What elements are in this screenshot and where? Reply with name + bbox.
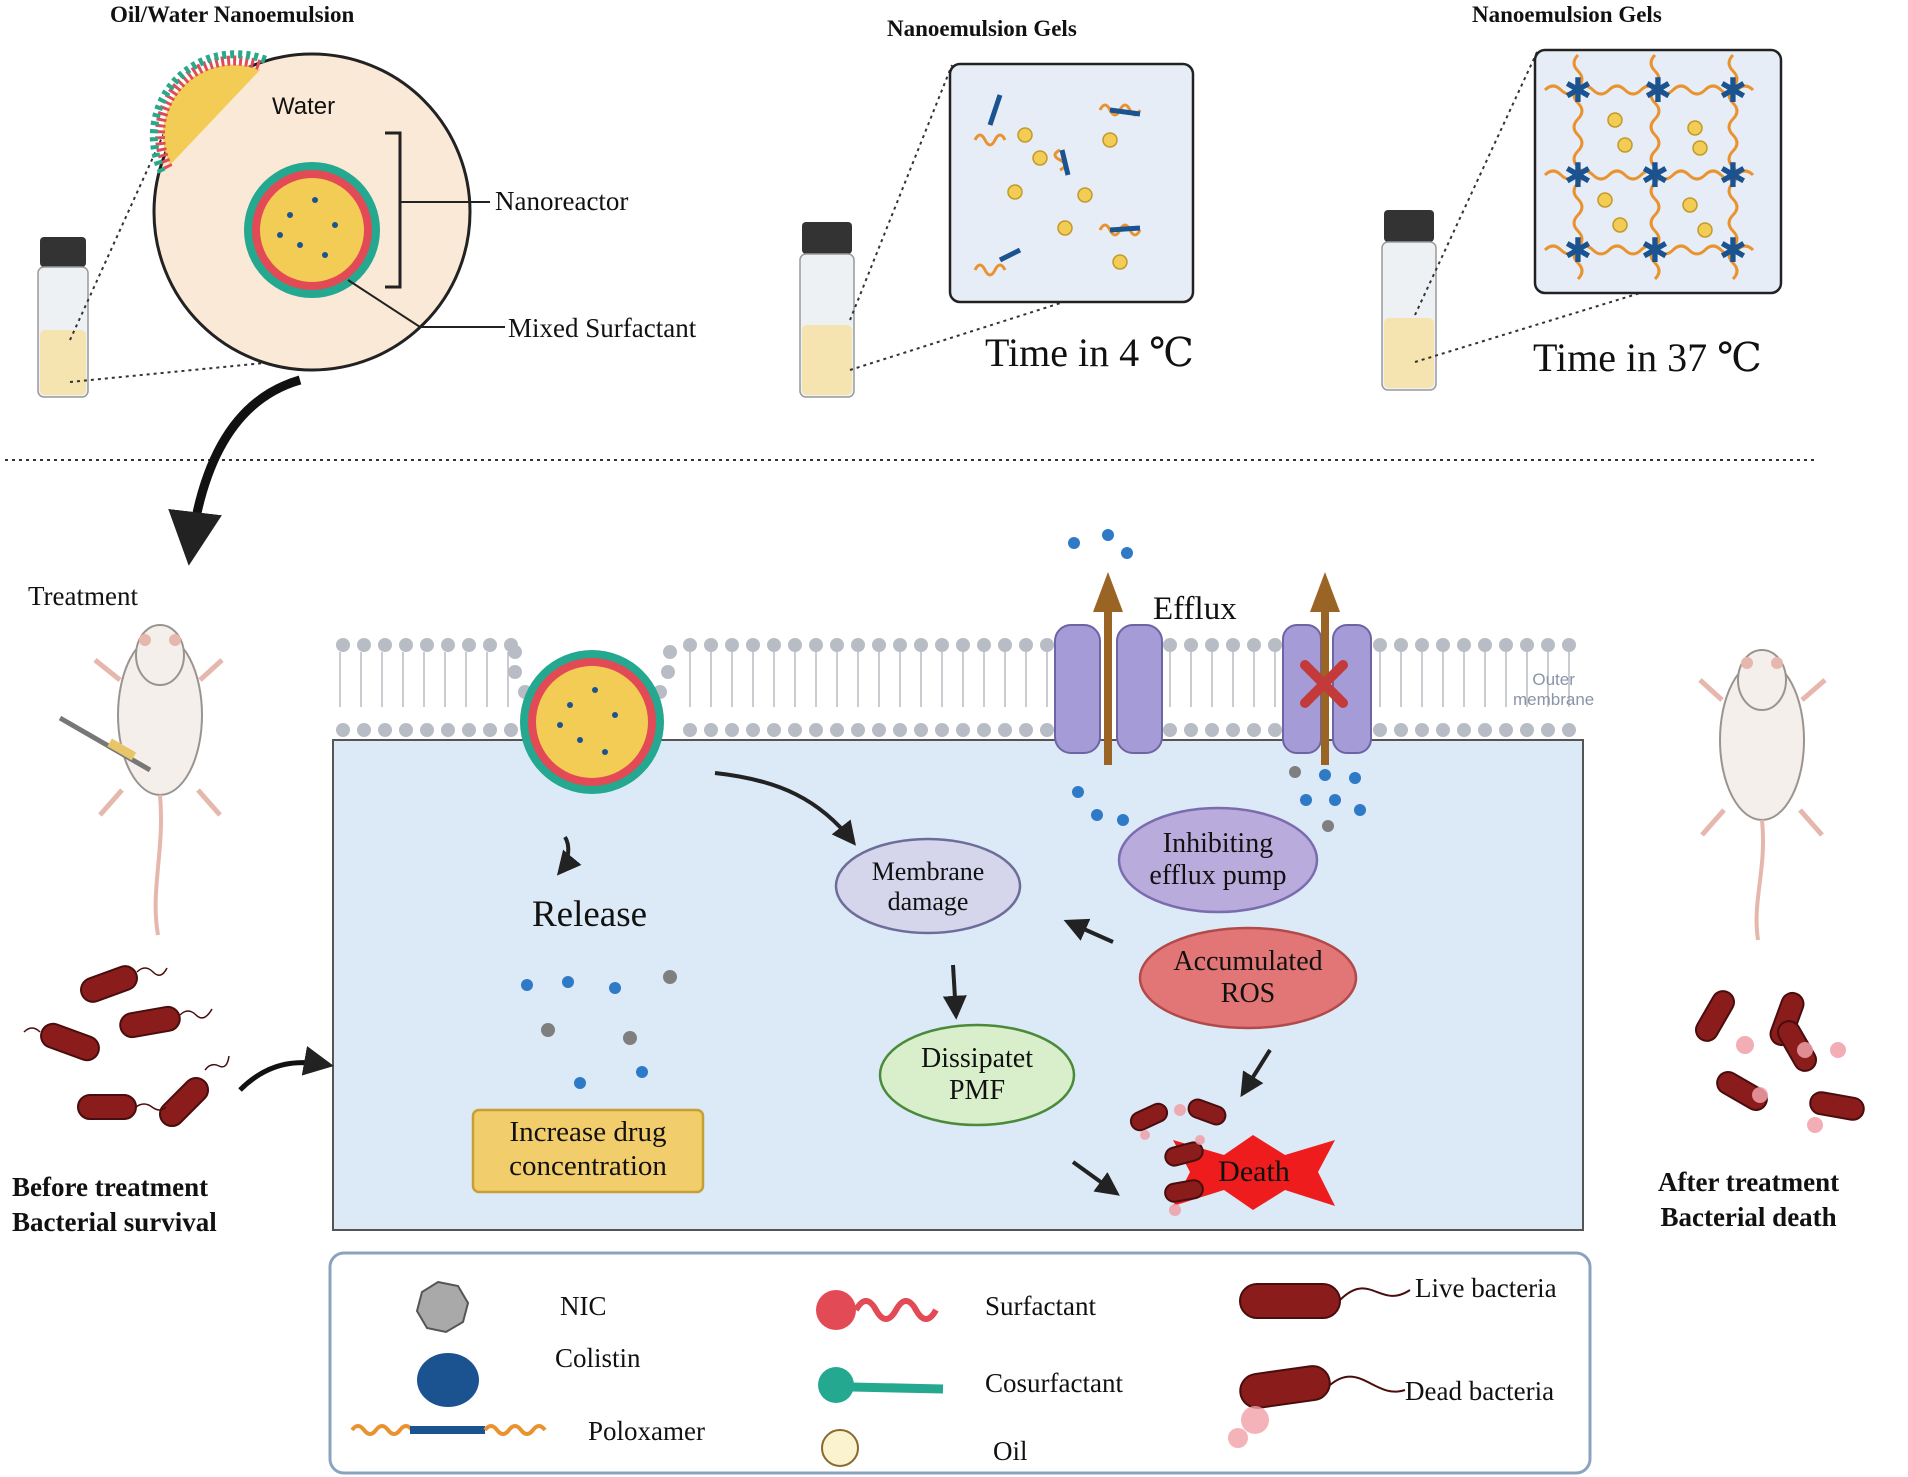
gel-cold-box [948, 62, 1195, 304]
gel-warm-caption: Time in 37 ℃ [1533, 335, 1762, 380]
dead-bacteria-cluster [1129, 1098, 1227, 1203]
dead-bacteria-legend-icon [1228, 1365, 1406, 1448]
inhibit-cross-icon [1300, 660, 1348, 708]
legend-nic-label: NIC [560, 1291, 607, 1321]
svg-text:✱: ✱ [1719, 71, 1748, 111]
colistin-legend-icon [417, 1353, 479, 1407]
legend-dead-bacteria-label: Dead bacteria [1405, 1376, 1555, 1406]
release-label: Release [532, 894, 648, 935]
oil-legend-icon [821, 1429, 859, 1467]
membrane-damage-node [834, 837, 1022, 935]
inhibiting-efflux-node [1117, 806, 1319, 914]
outer-membrane-label: Outer membrane [1513, 670, 1595, 709]
live-bacteria-legend-icon [1239, 1283, 1411, 1319]
efflux-label: Efflux [1153, 591, 1237, 627]
legend-box [328, 1251, 1592, 1475]
outer-membrane [333, 637, 1576, 737]
curved-arrow [168, 375, 302, 566]
gel-cold-caption: Time in 4 ℃ [985, 330, 1194, 375]
vial-3 [1381, 210, 1437, 391]
gel-cold-title: Nanoemulsion Gels [887, 16, 1077, 41]
legend-colistin-label: Colistin [555, 1343, 641, 1373]
half-droplet [149, 50, 268, 174]
accumulated-ros-label: Accumulated ROS [1173, 946, 1323, 1010]
colistin-dots [521, 529, 1366, 1089]
efflux-arrow-1 [1093, 572, 1123, 765]
vial-2 [799, 222, 855, 398]
membrane-damage-label: Membrane damage [871, 857, 985, 916]
nanoemulsion-title: Oil/Water Nanoemulsion [110, 2, 355, 27]
treatment-label: Treatment [28, 581, 138, 611]
svg-text:✱: ✱ [1644, 71, 1673, 111]
svg-text:✱: ✱ [1564, 231, 1593, 271]
nic-dots [541, 766, 1334, 1045]
bacteria-arrow [238, 1046, 334, 1092]
dissipated-pmf-label: Dissipatet PMF [921, 1043, 1033, 1107]
inhibiting-efflux-label: Inhibiting efflux pump [1149, 828, 1287, 892]
mixed-surfactant-label: Mixed Surfactant [508, 313, 697, 343]
death-label: Death [1218, 1155, 1290, 1188]
legend-cosurfactant-label: Cosurfactant [985, 1368, 1123, 1398]
death-star [1173, 1135, 1335, 1210]
svg-text:✱: ✱ [1564, 156, 1593, 196]
increase-drug-box [471, 1108, 705, 1194]
legend-surfactant-label: Surfactant [985, 1291, 1096, 1321]
svg-text:✱: ✱ [1641, 231, 1670, 271]
legend-live-bacteria-label: Live bacteria [1415, 1273, 1557, 1303]
poloxamer-legend-icon [350, 1424, 547, 1436]
increase-drug-label: Increase drug concentration [509, 1116, 667, 1183]
legend-poloxamer-label: Poloxamer [588, 1416, 705, 1446]
cosurfactant-legend-icon [818, 1367, 944, 1403]
dissipated-pmf-node [878, 1023, 1076, 1127]
surfactant-legend-icon [816, 1290, 939, 1330]
mouse-before [58, 624, 224, 936]
nanoreactor-droplet [244, 162, 380, 298]
water-label: Water [272, 93, 336, 120]
nic-legend-icon [415, 1280, 470, 1334]
svg-text:✱: ✱ [1719, 231, 1748, 271]
efflux-pump-active [1054, 624, 1163, 754]
svg-text:✱: ✱ [1564, 71, 1593, 111]
nanoreactor-label: Nanoreactor [495, 186, 629, 216]
fusing-droplet [520, 650, 664, 794]
svg-text:✱: ✱ [1719, 156, 1748, 196]
efflux-pump-inhibited [1282, 624, 1372, 754]
mouse-after [1698, 649, 1827, 941]
vial-1 [37, 237, 89, 398]
accumulated-ros-node [1138, 926, 1358, 1030]
legend-oil-label: Oil [993, 1436, 1028, 1466]
gel-warm-title: Nanoemulsion Gels [1472, 2, 1662, 27]
live-bacteria-group [40, 965, 210, 1128]
svg-text:✱: ✱ [1641, 156, 1670, 196]
